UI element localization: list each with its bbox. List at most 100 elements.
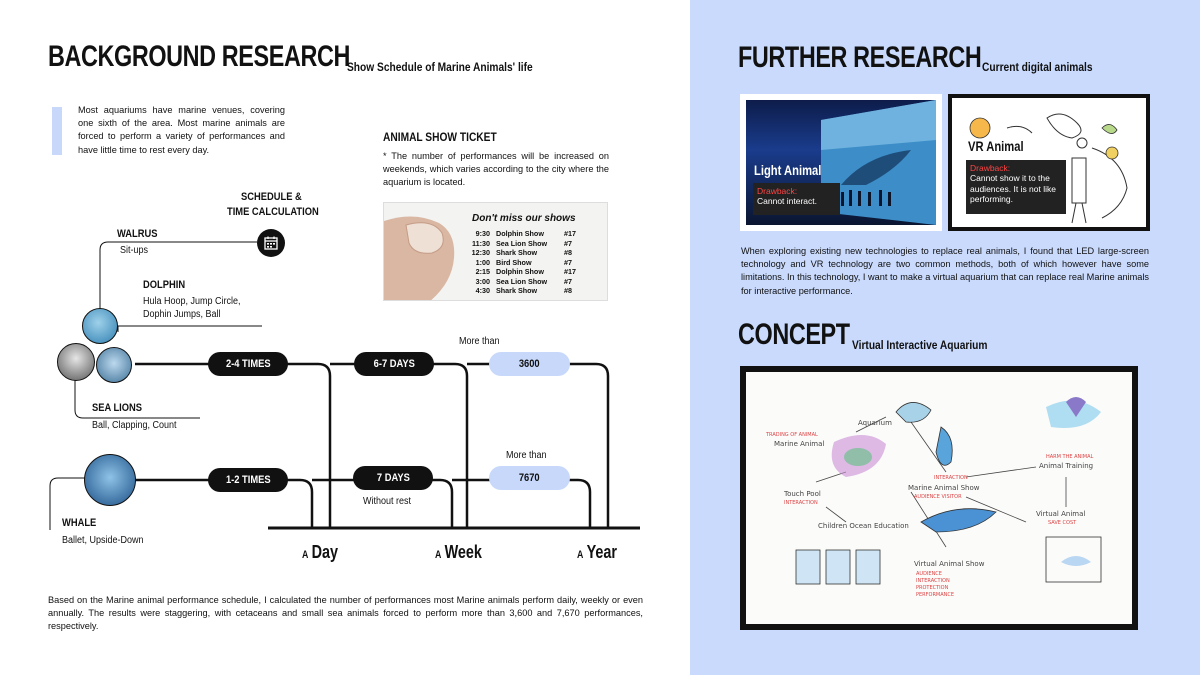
background-research-title: BACKGROUND RESEARCH [48,40,351,73]
light-animal-drawback-text: Cannot interact. [757,196,818,206]
ticket-row: 1:00 Bird Show #7 [466,258,601,268]
sketch-show: Marine Animal Show [908,484,980,492]
ticket-title: ANIMAL SHOW TICKET [383,130,497,144]
ticket-row-show: Shark Show [496,286,538,295]
ticket-row-time: 2:15 [475,267,490,276]
sketch-harm: HARM THE ANIMAL [1046,454,1094,460]
ticket-row-time: 11:30 [472,238,490,248]
ticket-row-show: Sea Lion Show [496,238,548,248]
further-research-paragraph: When exploring existing new technologies… [741,246,1149,296]
ticket-header: Don't miss our shows [472,213,576,224]
light-animal-title: Light Animal [754,162,822,178]
light-animal-drawback-label: Drawback: [757,186,798,196]
concept-sketch: Aquarium TRADING OF ANIMAL Marine Animal… [746,372,1132,624]
vr-animal-photo: VR Animal Drawback: Cannot show it to th… [952,98,1146,227]
ticket-row-time: 12:30 [471,248,490,257]
ticket-row: 12:30 Shark Show #8 [466,248,601,258]
schedule-diagram-lines [49,241,640,530]
whale-desc: Ballet, Upside-Down [62,535,144,546]
vr-animal-drawback-text: Cannot show it to the audiences. It is n… [970,173,1056,204]
dolphin-photo [96,347,132,383]
sketch-marine: Marine Animal [774,440,825,448]
pill-7-days: 7 DAYS [353,466,433,490]
ticket-row-time: 9:30 [475,229,490,238]
ticket-row-number: #17 [564,229,576,238]
sketch-interaction2: INTERACTION [934,475,968,481]
ticket-row-number: #8 [564,248,572,257]
vr-animal-drawback-label: Drawback: [970,163,1011,173]
sea-lion-photo [57,343,95,381]
light-animal-photo: Light Animal Drawback: Cannot interact. [746,100,936,225]
concept-title: CONCEPT [738,318,850,351]
ticket-row-time: 1:00 [475,257,490,267]
ticket-row-time: 3:00 [475,276,490,286]
ticket-row: 4:30 Shark Show #8 [466,286,601,296]
ticket-row-number: #17 [564,267,576,276]
sketch-interaction1: INTERACTION [784,500,818,506]
walrus-desc: Sit-ups [120,245,149,256]
concept-subtitle: Virtual Interactive Aquarium [852,338,988,352]
conclusion-text: Based on the Marine animal performance s… [48,595,643,632]
sketch-vshow: Virtual Animal Show [914,560,985,568]
vr-animal-title: VR Animal [968,138,1024,154]
sea-lions-name: SEA LIONS [92,402,143,414]
walrus-photo [82,308,118,344]
vr-sketch-illustration [969,113,1128,224]
ticket-row: 2:15 Dolphin Show #17 [466,267,601,277]
pill-3600: 3600 [489,352,570,376]
ticket-row-show: Dolphin Show [496,229,544,238]
walrus-name: WALRUS [117,228,158,240]
pill-2-4-times: 2-4 TIMES [208,352,288,376]
sea-lions-desc: Ball, Clapping, Count [92,420,177,431]
ticket-row-number: #7 [564,238,572,248]
schedule-label-line2: TIME CALCULATION [227,206,319,218]
ticket-note: * The number of performances will be inc… [383,151,609,188]
whale-photo [84,454,136,506]
light-animal-drawback-box: Drawback: Cannot interact. [753,183,840,215]
dolphin-name: DOLPHIN [143,279,186,291]
whale-name: WHALE [62,517,97,529]
sketch-touch: Touch Pool [784,490,821,498]
ticket-finger-illustration [384,216,455,300]
ticket-row-show: Shark Show [496,248,538,257]
sketch-virtual: Virtual Animal [1036,510,1086,518]
ticket-row-show: Bird Show [496,257,532,267]
ticket-row-number: #7 [564,276,572,286]
sketch-trading: TRADING OF ANIMAL [766,432,818,438]
pill-6-7-days: 6-7 DAYS [354,352,434,376]
ticket-row: 11:30 Sea Lion Show #7 [466,239,601,249]
intro-text: Most aquariums have marine venues, cover… [78,105,285,155]
ticket-row-time: 4:30 [475,286,490,295]
vr-animal-card: VR Animal Drawback: Cannot show it to th… [948,94,1150,231]
concept-sketch-drawings [795,397,1102,585]
dolphin-desc-line1: Hula Hoop, Jump Circle, [143,296,241,307]
further-research-title: FURTHER RESEARCH [738,41,982,74]
sketch-training: Animal Training [1039,462,1094,470]
further-research-subtitle: Current digital animals [982,60,1093,74]
pill-7670: 7670 [489,466,570,490]
without-rest-label: Without rest [363,496,412,507]
more-than-label-1: More than [459,336,500,347]
vr-animal-drawback-box: Drawback: Cannot show it to the audience… [966,160,1066,214]
ticket-row-number: #8 [564,286,572,295]
ticket-row-number: #7 [564,257,572,267]
sketch-children: Children Ocean Education [818,522,909,530]
sketch-audience: AUDIENCE VISITOR [914,494,962,500]
ticket-row: 9:30 Dolphin Show #17 [466,229,601,239]
schedule-label-line1: SCHEDULE & [241,191,302,203]
sketch-aquarium: Aquarium [858,419,892,427]
more-than-label-2: More than [506,450,547,461]
background-research-subtitle: Show Schedule of Marine Animals' life [347,60,533,74]
concept-sketch-frame: Aquarium TRADING OF ANIMAL Marine Animal… [740,366,1138,630]
light-animal-card: Light Animal Drawback: Cannot interact. [740,94,942,231]
ticket-row-show: Dolphin Show [496,267,544,276]
calendar-icon [257,229,285,257]
intro-accent-bar [52,107,62,155]
